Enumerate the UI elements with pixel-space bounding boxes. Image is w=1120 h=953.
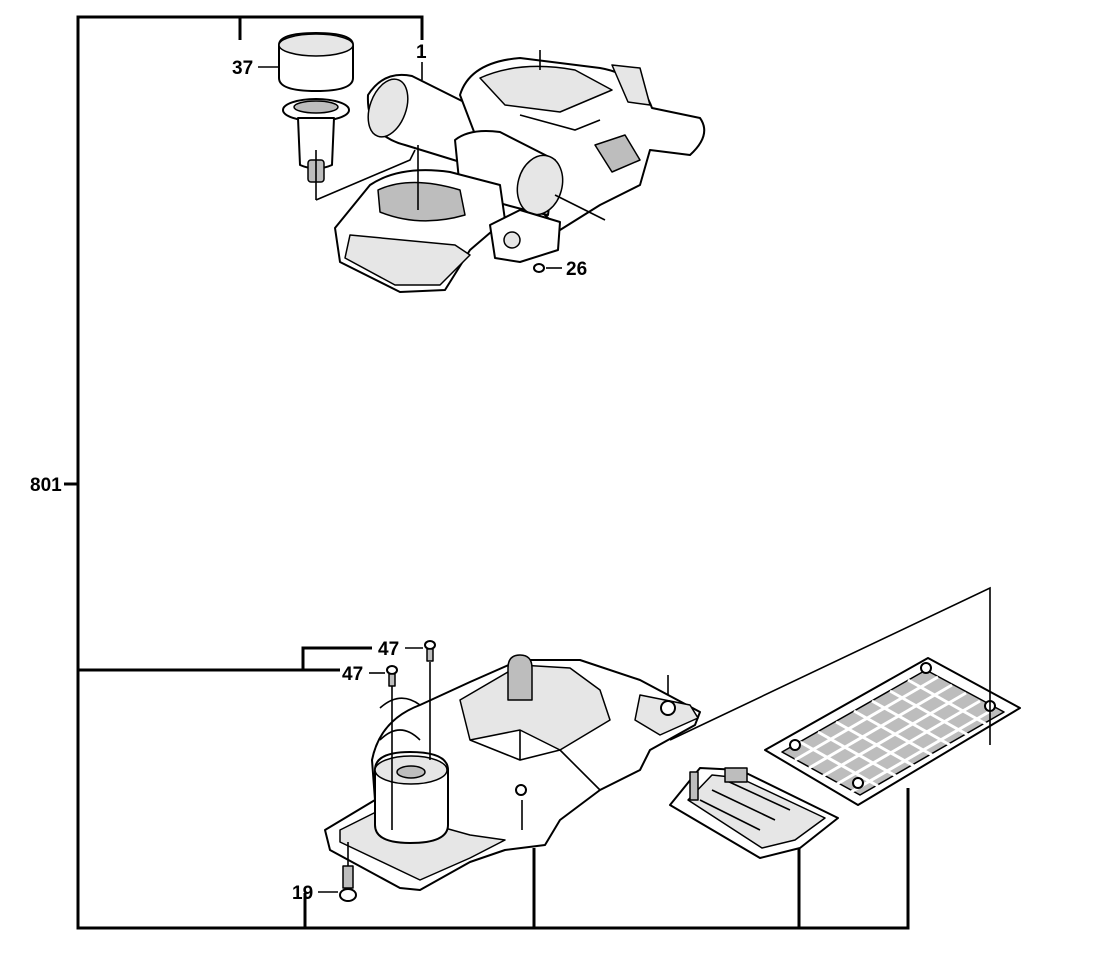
callout-1: 1 — [416, 42, 427, 63]
nut-26-lower — [515, 784, 527, 796]
sanding-pad-part — [669, 586, 1021, 806]
callout-26-upper: 26 — [566, 259, 587, 280]
lower-housing-part — [324, 654, 701, 891]
assembly-bracket — [64, 15, 910, 930]
callout-19: 19 — [292, 883, 313, 904]
knob-part — [278, 32, 354, 200]
screw-47-a — [424, 640, 436, 662]
callout-47-a: 47 — [378, 639, 399, 660]
screw-19 — [339, 865, 357, 902]
callout-37: 37 — [232, 58, 253, 79]
upper-housing-part — [315, 50, 706, 293]
callout-801: 801 — [30, 475, 62, 496]
sole-plate-part — [669, 767, 839, 859]
callout-47-b: 47 — [342, 664, 363, 685]
screw-47-b — [386, 665, 398, 687]
